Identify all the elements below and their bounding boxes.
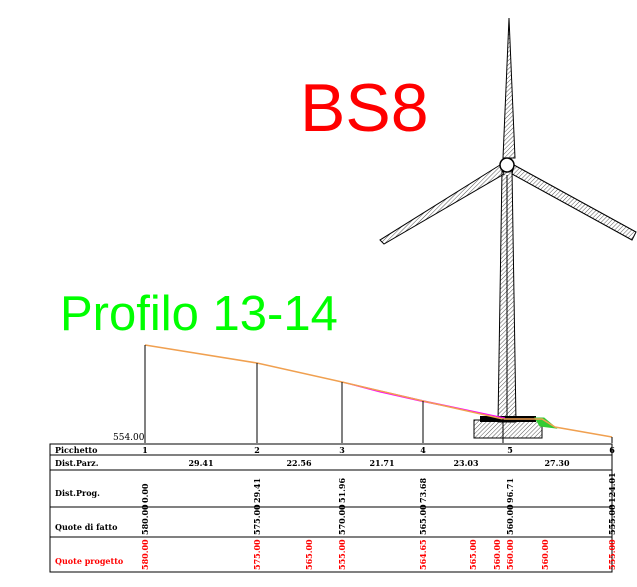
quote-progetto-value: 560.00 <box>540 539 550 570</box>
row-label-picchetto: Picchetto <box>55 445 98 455</box>
quote-fatto-value: 575.00 <box>252 504 262 535</box>
quote-fatto-value: 580.00 <box>140 504 150 535</box>
dist-prog-value: 29.41 <box>252 478 262 503</box>
row-label-dist-parz: Dist.Parz. <box>55 458 99 468</box>
station-number: 5 <box>507 445 513 455</box>
quote-fatto-value: 555.00 <box>607 504 617 535</box>
station-lines <box>144 345 613 443</box>
datum-label: 554.00 <box>113 433 145 443</box>
quote-fatto-value: 560.00 <box>505 504 515 535</box>
quote-progetto-value: 565.00 <box>304 539 314 570</box>
station-number: 4 <box>420 445 426 455</box>
dist-prog-value: 124.01 <box>607 472 617 503</box>
quote-progetto-value: 560.00 <box>492 539 502 570</box>
quote-progetto-value: 580.00 <box>140 539 150 570</box>
quote-fatto-value: 570.00 <box>337 504 347 535</box>
dist-prog-value: 73.68 <box>418 478 428 503</box>
station-number: 6 <box>609 445 615 455</box>
dist-prog-value: 96.71 <box>505 478 515 503</box>
station-number: 1 <box>142 445 148 455</box>
dist-parz-value: 27.30 <box>544 458 569 468</box>
fill-area-green <box>534 417 558 429</box>
progressive-distances: 0.00 29.41 51.96 73.68 96.71 124.01 <box>140 472 617 503</box>
turbine-hub <box>499 157 515 173</box>
station-number: 2 <box>254 445 260 455</box>
quote-progetto-value: 575.00 <box>252 539 262 570</box>
wind-turbine-icon <box>379 17 637 439</box>
station-numbers: 1 2 3 4 5 6 <box>142 445 615 455</box>
row-label-dist-prog: Dist.Prog. <box>55 488 100 498</box>
title-bs8: BS8 <box>300 70 429 146</box>
turbine-blade-left <box>379 164 505 245</box>
dist-parz-value: 29.41 <box>188 458 213 468</box>
table-frame <box>49 443 613 573</box>
terrain-profile-line <box>144 344 613 438</box>
quote-progetto-value: 555.00 <box>607 539 617 570</box>
turbine-blade-up <box>502 17 516 159</box>
quote-progetto-value: 560.00 <box>505 539 515 570</box>
project-elevations: 580.00 575.00 565.00 555.00 564.65 565.0… <box>140 539 617 570</box>
dist-prog-value: 51.96 <box>337 478 347 503</box>
row-label-quote-fatto: Quote di fatto <box>55 522 118 532</box>
quote-progetto-value: 564.65 <box>418 539 428 570</box>
dist-prog-value: 0.00 <box>140 483 150 503</box>
turbine-foundation <box>473 419 543 439</box>
existing-elevations: 580.00 575.00 570.00 565.00 560.00 555.0… <box>140 504 617 535</box>
row-label-quote-progetto: Quote progetto <box>55 556 124 566</box>
table-border <box>49 443 613 573</box>
dist-parz-value: 21.71 <box>369 458 394 468</box>
partial-distances: 29.41 22.56 21.71 23.03 27.30 <box>188 458 569 468</box>
dist-parz-value: 23.03 <box>453 458 478 468</box>
quote-progetto-value: 555.00 <box>337 539 347 570</box>
dist-parz-value: 22.56 <box>286 458 311 468</box>
quote-fatto-value: 565.00 <box>418 504 428 535</box>
station-number: 3 <box>339 445 345 455</box>
quote-progetto-value: 565.00 <box>468 539 478 570</box>
turbine-blade-right <box>511 164 637 241</box>
subtitle-profile: Profilo 13-14 <box>60 287 338 341</box>
